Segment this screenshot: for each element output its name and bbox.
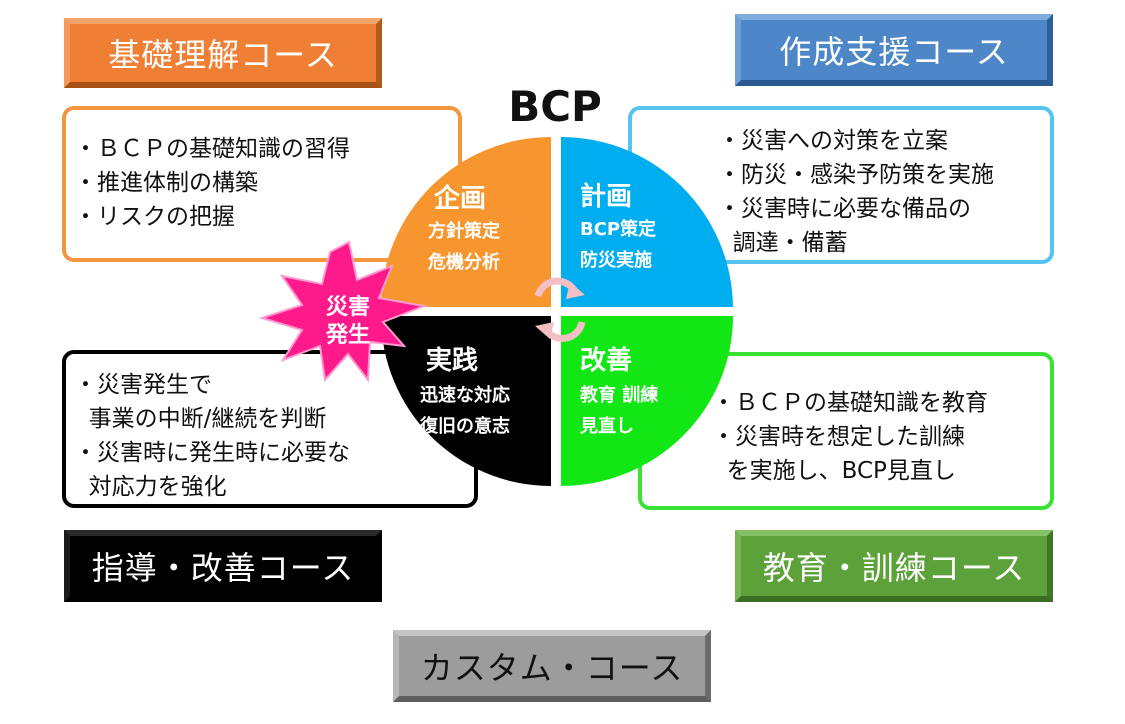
- guidance-item-1: ・災害発生で: [74, 372, 212, 398]
- quadrant-plan: [381, 137, 551, 307]
- creation-item-1: ・災害への対策を立案: [718, 128, 948, 154]
- plan-label: 企画 方針策定 危機分析: [428, 178, 500, 275]
- disaster-occurrence-label: 災害 発生: [318, 294, 378, 350]
- guidance-item-1-cont: 事業の中断/継続を判断: [74, 406, 327, 432]
- burst-line-2: 発生: [325, 323, 370, 348]
- check-heading: 改善: [580, 346, 633, 376]
- basic-course-button[interactable]: 基礎理解コース: [64, 18, 382, 88]
- plan-line-1: 方針策定: [428, 221, 500, 242]
- quadrant-act: [381, 316, 551, 486]
- basic-item-2: ・推進体制の構築: [74, 170, 258, 196]
- act-line-2: 復旧の意志: [420, 416, 510, 437]
- bcp-title: BCP: [508, 82, 602, 131]
- act-heading: 実践: [426, 346, 479, 376]
- plan-heading: 企画: [434, 184, 487, 214]
- creation-item-3-cont: 調達・備蓄: [718, 230, 848, 256]
- guidance-item-2-cont: 対応力を強化: [74, 474, 227, 500]
- do-heading: 計画: [580, 182, 633, 212]
- basic-item-1: ・ＢＣＰの基礎知識の習得: [74, 136, 350, 162]
- check-label: 改善 教育 訓練 見直し: [580, 340, 658, 439]
- act-line-1: 迅速な対応: [420, 385, 510, 406]
- guidance-improvement-course-button[interactable]: 指導・改善コース: [64, 530, 382, 602]
- creation-support-course-button[interactable]: 作成支援コース: [735, 14, 1053, 86]
- do-label: 計画 BCP策定 防災実施: [580, 176, 656, 273]
- act-label: 実践 迅速な対応 復旧の意志: [420, 340, 510, 439]
- arrow-head-left-icon: [535, 322, 554, 339]
- check-line-2: 見直し: [580, 416, 634, 437]
- quadrant-check: [561, 316, 733, 486]
- training-item-2-cont: を実施し、BCP見直し: [712, 458, 956, 484]
- do-line-1: BCP策定: [580, 219, 657, 240]
- arrow-head-right-icon: [566, 282, 585, 299]
- guidance-item-2: ・災害時に発生時に必要な: [74, 440, 350, 466]
- training-item-2: ・災害時を想定した訓練: [712, 424, 965, 450]
- burst-line-1: 災害: [325, 295, 370, 320]
- custom-course-button[interactable]: カスタム・コース: [393, 630, 711, 702]
- check-line-1: 教育 訓練: [580, 385, 659, 406]
- disaster-burst-icon: [258, 240, 428, 383]
- plan-line-2: 危機分析: [428, 252, 500, 273]
- education-training-course-button[interactable]: 教育・訓練コース: [735, 530, 1053, 602]
- do-line-2: 防災実施: [580, 250, 652, 271]
- training-item-1: ・ＢＣＰの基礎知識を教育: [712, 390, 988, 416]
- basic-course-description: ・ＢＣＰの基礎知識の習得 ・推進体制の構築 ・リスクの把握: [62, 106, 462, 262]
- quadrant-do: [561, 137, 733, 307]
- creation-item-3: ・災害時に必要な備品の: [718, 196, 971, 222]
- basic-item-3: ・リスクの把握: [74, 204, 235, 230]
- creation-item-2: ・防災・感染予防策を実施: [718, 162, 994, 188]
